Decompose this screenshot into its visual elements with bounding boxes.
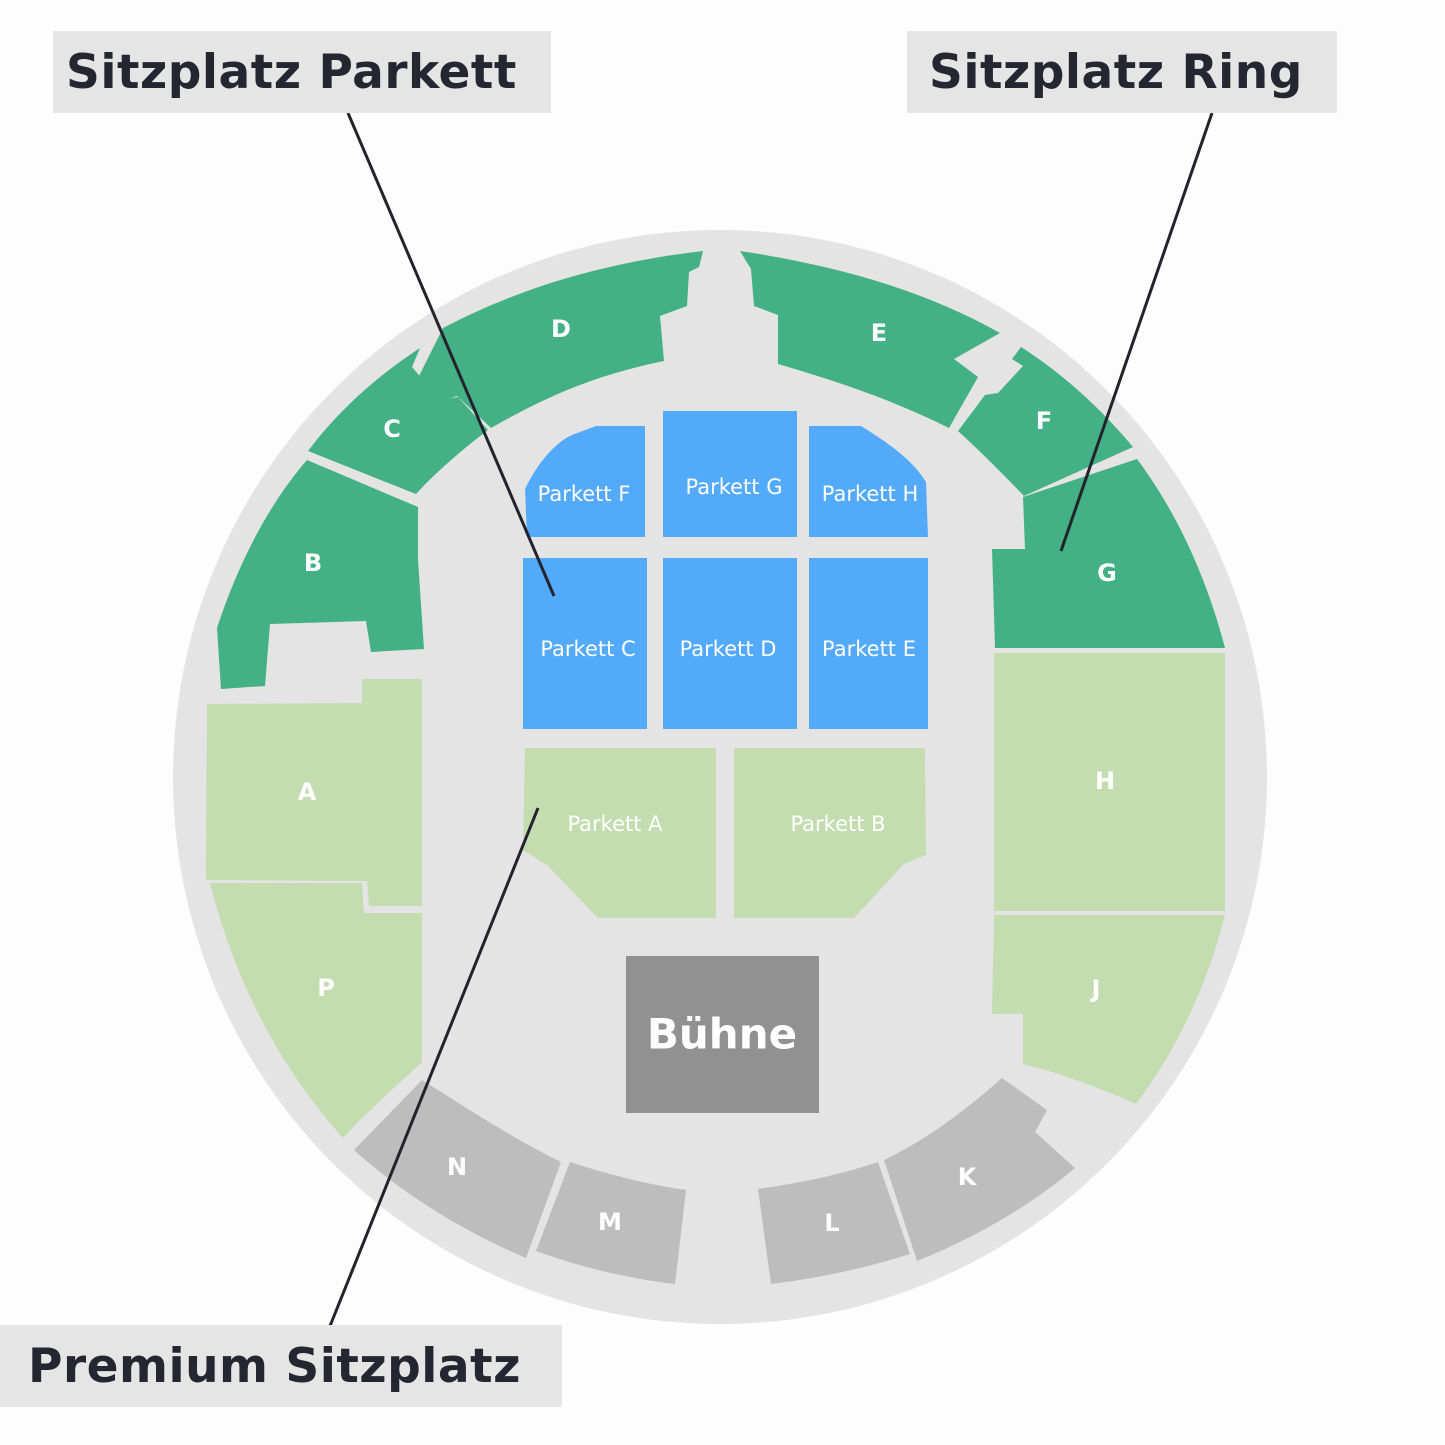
section-a[interactable] — [206, 679, 422, 906]
legend-label-ring: Sitzplatz Ring — [929, 44, 1303, 100]
section-l-label: L — [824, 1209, 839, 1237]
section-parkett-a[interactable] — [523, 748, 716, 918]
section-g-label: G — [1097, 559, 1117, 587]
section-h[interactable] — [994, 653, 1225, 911]
section-p-label: P — [317, 974, 335, 1002]
section-n[interactable] — [354, 1080, 561, 1258]
section-parkett-e[interactable] — [809, 558, 928, 729]
section-n-label: N — [447, 1153, 467, 1181]
section-parkett-c[interactable] — [523, 558, 647, 729]
parkett-labels: Parkett F Parkett G Parkett H Parkett C … — [538, 475, 919, 836]
section-d-label: D — [551, 315, 571, 343]
parkett-b-label: Parkett B — [790, 812, 885, 836]
parkett-sections — [523, 411, 928, 729]
section-c-label: C — [383, 415, 401, 443]
parkett-e-label: Parkett E — [822, 637, 916, 661]
parkett-a-label: Parkett A — [567, 812, 663, 836]
section-d[interactable] — [418, 251, 703, 428]
leader-line-premium — [328, 807, 540, 1327]
parkett-d-label: Parkett D — [680, 637, 777, 661]
back-sections — [354, 1078, 1075, 1284]
section-f-label: F — [1036, 407, 1052, 435]
section-labels: D E C F B G A H P J N M L K — [298, 315, 1117, 1237]
section-b-label: B — [304, 549, 322, 577]
premium-sections — [206, 653, 1225, 1138]
legend-box-premium: Premium Sitzplatz — [0, 1325, 562, 1407]
section-parkett-f[interactable] — [525, 426, 645, 537]
legend-label-premium: Premium Sitzplatz — [28, 1338, 521, 1394]
section-h-label: H — [1095, 767, 1115, 795]
section-m-label: M — [598, 1208, 622, 1236]
section-b[interactable] — [217, 460, 424, 689]
section-parkett-g[interactable] — [663, 411, 797, 537]
parkett-g-label: Parkett G — [686, 475, 783, 499]
legend-box-parkett: Sitzplatz Parkett — [53, 31, 551, 113]
section-e[interactable] — [740, 251, 1000, 428]
arena-floor — [173, 230, 1267, 1324]
section-c[interactable] — [308, 348, 488, 494]
section-j-label: J — [1090, 975, 1101, 1003]
section-parkett-h[interactable] — [809, 426, 928, 537]
leader-line-parkett — [346, 112, 556, 597]
parkett-f-label: Parkett F — [538, 482, 631, 506]
stage-label: Bühne — [647, 1010, 797, 1059]
section-g[interactable] — [992, 459, 1225, 648]
section-k-label: K — [958, 1163, 978, 1191]
parkett-c-label: Parkett C — [540, 637, 635, 661]
section-m[interactable] — [536, 1162, 686, 1284]
section-parkett-d[interactable] — [663, 558, 797, 729]
ring-sections — [217, 251, 1225, 689]
section-a-label: A — [298, 778, 317, 806]
section-p[interactable] — [210, 883, 422, 1138]
leader-lines — [328, 112, 1214, 1327]
section-j[interactable] — [992, 915, 1225, 1104]
section-f[interactable] — [958, 347, 1133, 496]
legend-box-ring: Sitzplatz Ring — [907, 31, 1337, 113]
section-k[interactable] — [884, 1078, 1075, 1261]
section-l[interactable] — [758, 1162, 910, 1284]
leader-line-ring — [1059, 112, 1214, 552]
legend-label-parkett: Sitzplatz Parkett — [66, 44, 517, 100]
section-e-label: E — [871, 319, 887, 347]
parkett-h-label: Parkett H — [822, 482, 919, 506]
stage — [626, 956, 819, 1113]
section-parkett-b[interactable] — [734, 748, 926, 918]
